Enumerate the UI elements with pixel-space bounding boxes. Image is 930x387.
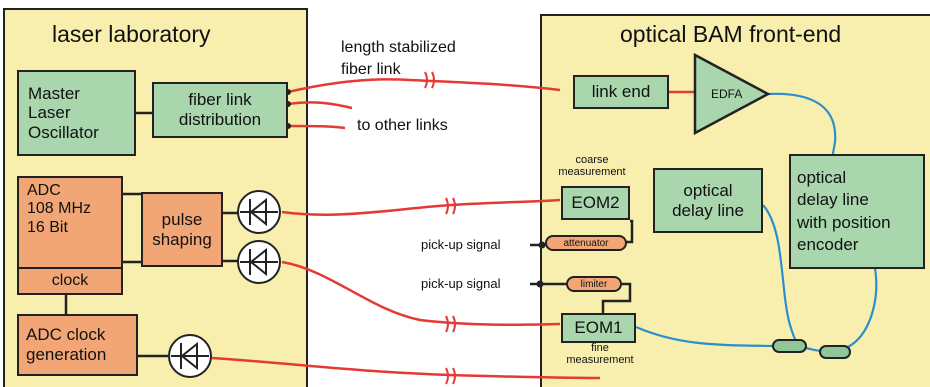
fiber-coupler-1-icon	[772, 339, 807, 353]
fine-measurement-label: fine measurement	[566, 342, 634, 366]
delay-encoder-fiber	[847, 267, 878, 348]
attenuator-block: attenuator	[545, 235, 627, 251]
master-laser-oscillator: Master Laser Oscillator	[17, 70, 136, 156]
edfa-label: EDFA	[711, 87, 743, 101]
photodiode-1-icon	[237, 190, 281, 234]
limiter-to-eom1-line	[601, 282, 632, 313]
laser-lab-title: laser laboratory	[52, 21, 211, 47]
coarse-measurement-label: coarse measurement	[558, 154, 626, 178]
link-end-block: link end	[573, 75, 669, 109]
clock-block: clock	[17, 267, 123, 295]
break-mark-3	[445, 315, 456, 333]
limiter-block: limiter	[566, 276, 622, 292]
eom1-block: EOM1	[561, 313, 636, 343]
length-stabilized-label: length stabilized fiber link	[341, 39, 456, 78]
fiber-link-distribution: fiber link distribution	[152, 82, 288, 138]
eom2-block: EOM2	[561, 186, 630, 220]
diode3-to-right-line	[211, 356, 601, 380]
port-pickup-2	[536, 280, 544, 288]
fiber-link-main	[287, 78, 561, 94]
photodiode-3-icon	[168, 334, 212, 378]
diode1-to-eom2-line	[281, 198, 561, 216]
break-mark-4	[445, 367, 456, 385]
delay-line-position-encoder-block: optical delay line with position encoder	[789, 154, 925, 269]
pulse-shaping-block: pulse shaping	[141, 192, 223, 267]
diode2-to-eom1-line	[281, 260, 561, 326]
attenuator-to-eom2-line	[626, 219, 634, 244]
port-pickup-1	[538, 241, 546, 249]
bam-frontend-title: optical BAM front-end	[620, 21, 842, 47]
break-mark-2	[445, 197, 456, 215]
optical-delay-line-block: optical delay line	[653, 168, 763, 233]
eom1-to-couplers-fiber	[635, 325, 807, 350]
fiber-link-other-1	[287, 101, 353, 110]
fiber-coupler-2-icon	[819, 345, 851, 359]
photodiode-2-icon	[237, 240, 281, 284]
fiber-link-other-2	[287, 124, 346, 130]
pickup-signal-label-2: pick-up signal	[421, 276, 501, 291]
adc-clock-generation-block: ADC clock generation	[17, 314, 138, 376]
to-other-links-label: to other links	[357, 117, 448, 134]
adc-block: ADC 108 MHz 16 Bit	[17, 176, 123, 269]
pickup-signal-label-1: pick-up signal	[421, 237, 501, 252]
break-mark-1	[424, 71, 435, 89]
edfa-amplifier-icon	[693, 52, 771, 136]
